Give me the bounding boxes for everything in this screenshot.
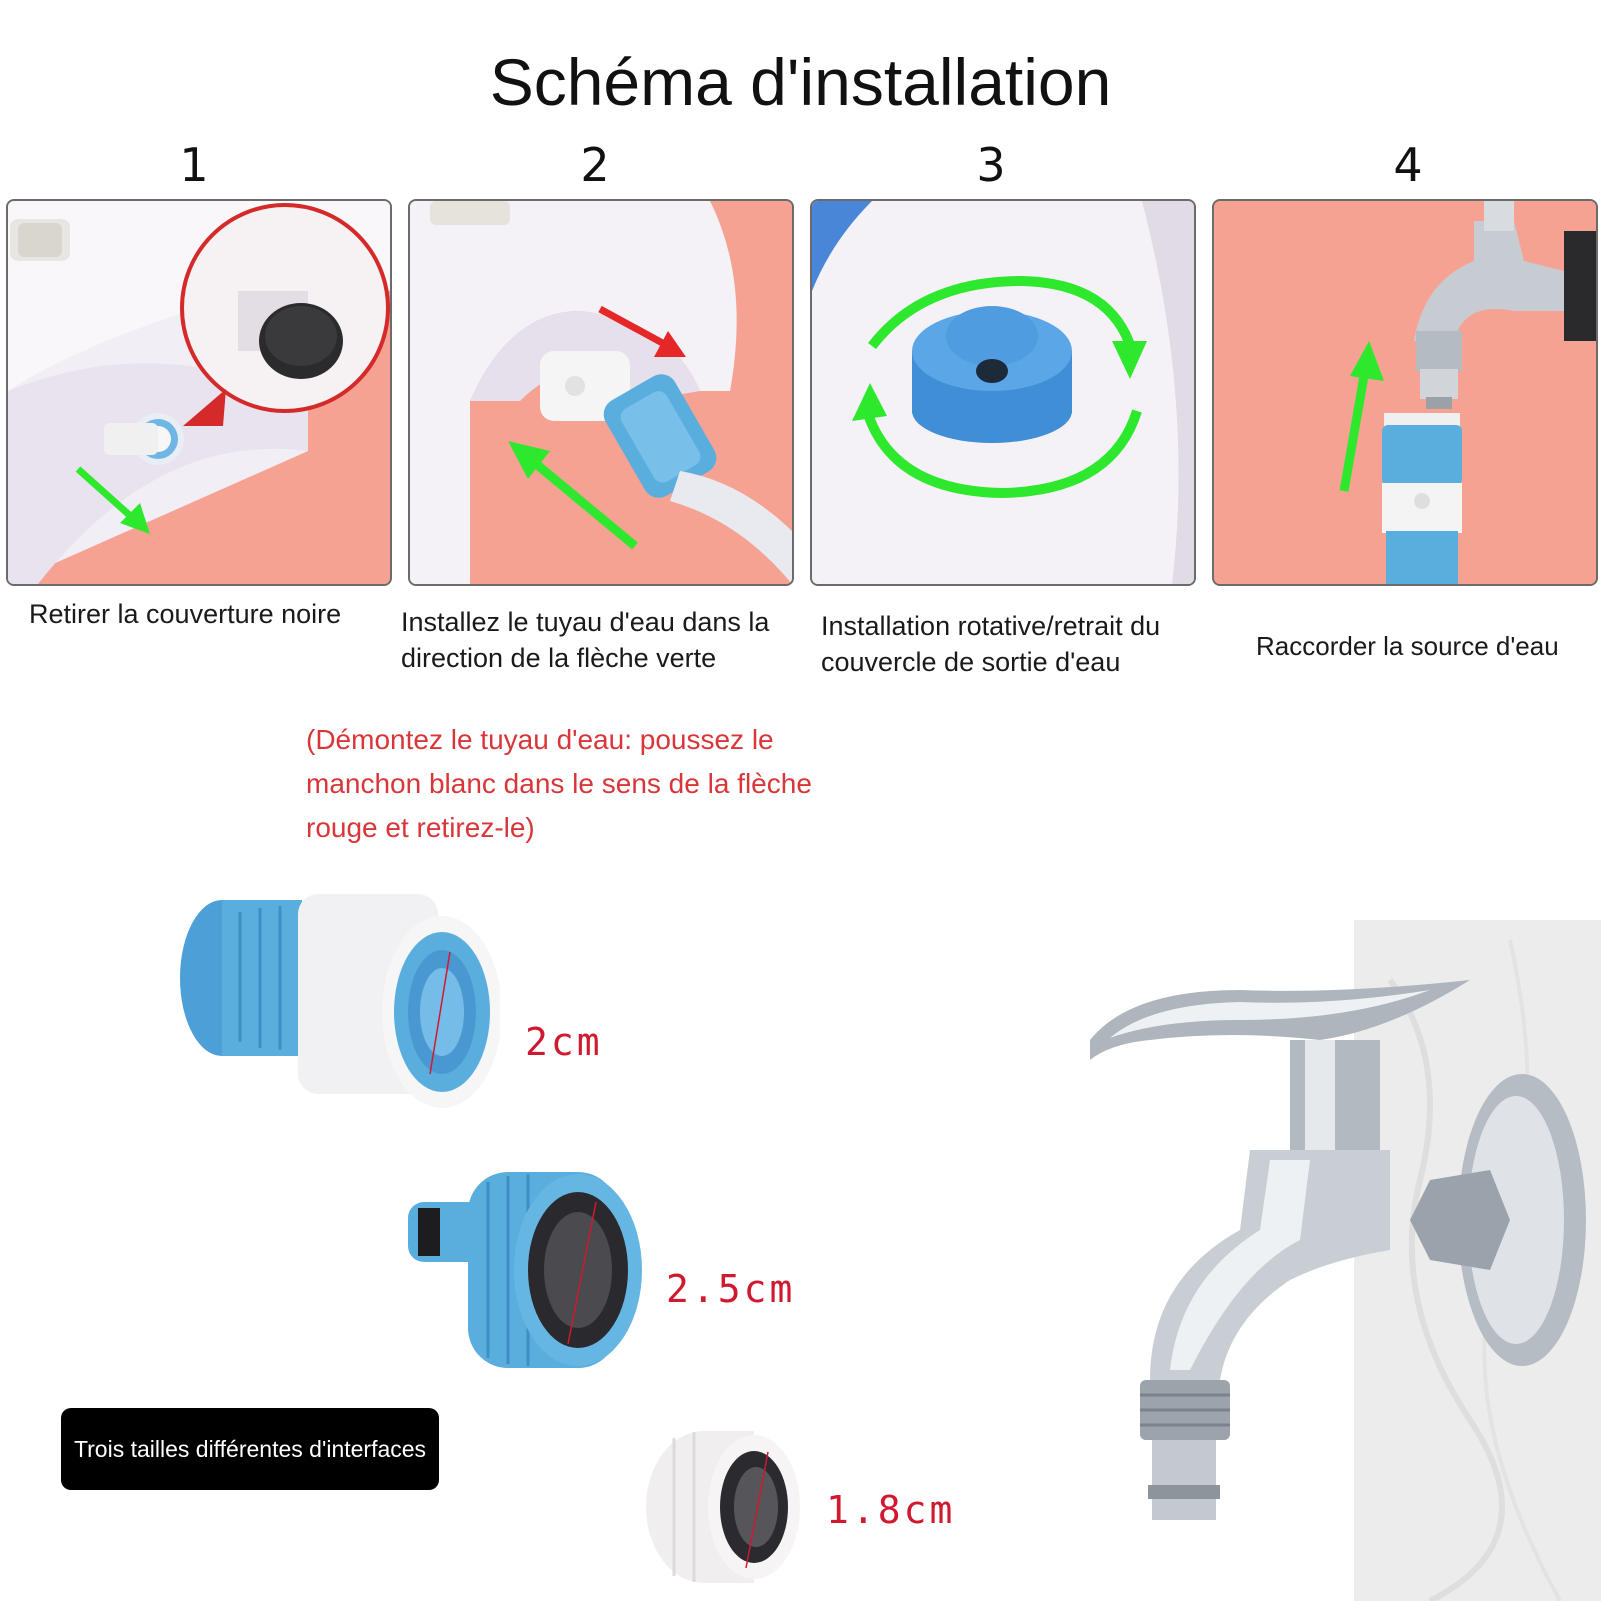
step-4-image — [1212, 199, 1598, 586]
size-label-1-8cm: 1.8cm — [826, 1488, 956, 1532]
three-sizes-badge: Trois tailles différentes d'interfaces — [61, 1408, 439, 1490]
step-1-number: 1 — [179, 138, 209, 192]
step-3-number: 3 — [976, 138, 1006, 192]
removal-note: (Démontez le tuyau d'eau: poussez le man… — [306, 724, 812, 843]
page-title: Schéma d'installation — [489, 45, 1112, 119]
step-1-caption: Retirer la couverture noire — [29, 599, 342, 629]
step-4-caption: Raccorder la source d'eau — [1256, 631, 1559, 661]
size-label-2cm: 2cm — [525, 1020, 603, 1064]
step-2-number: 2 — [580, 138, 610, 192]
step-4-number: 4 — [1393, 138, 1423, 192]
connector-1-8cm-image — [644, 1428, 804, 1586]
faucet-image — [1090, 920, 1601, 1601]
step-3-image — [810, 199, 1196, 586]
size-label-2-5cm: 2.5cm — [666, 1267, 796, 1311]
step-3-caption: Installation rotative/retrait du couverc… — [821, 611, 1161, 677]
step-2-caption: Installez le tuyau d'eau dans la directi… — [401, 607, 770, 673]
connector-2cm-image — [180, 882, 500, 1122]
connector-2-5cm-image — [408, 1172, 648, 1372]
step-2-image — [408, 199, 794, 586]
step-1-image — [6, 199, 392, 586]
